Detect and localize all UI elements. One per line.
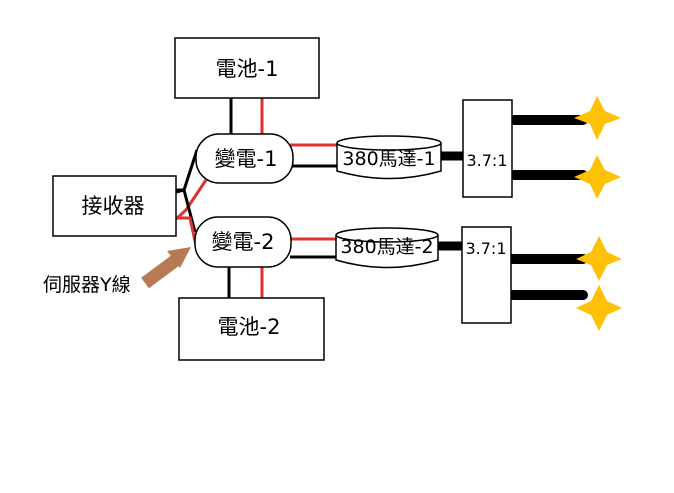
battery1-box: 電池-1 xyxy=(174,37,320,99)
motor1-node: 380馬達-1 xyxy=(336,135,442,180)
receiver-box: 接收器 xyxy=(52,175,177,237)
esc2-label: 變電-2 xyxy=(212,230,275,254)
receiver-to-esc1-red-wire xyxy=(174,179,208,221)
motor2-label: 380馬達-2 xyxy=(340,236,433,258)
wheel-star-icons xyxy=(574,96,622,331)
esc2-node: 變電-2 xyxy=(194,216,292,268)
gearbox1-label: 3.7:1 xyxy=(466,151,507,170)
receiver-to-esc1-black-wire xyxy=(175,149,199,194)
servo-y-cable-arrow xyxy=(141,247,191,289)
battery1-label: 電池-1 xyxy=(216,57,279,81)
star-icon xyxy=(576,236,622,281)
star-icon xyxy=(574,155,621,199)
gearbox2-label: 3.7:1 xyxy=(465,239,506,258)
battery2-box: 電池-2 xyxy=(178,297,325,361)
star-icon xyxy=(574,96,621,140)
esc1-node: 變電-1 xyxy=(195,133,294,184)
esc1-label: 變電-1 xyxy=(215,147,278,171)
motor2-node: 380馬達-2 xyxy=(335,227,439,269)
motor1-label: 380馬達-1 xyxy=(342,148,435,170)
receiver-label: 接收器 xyxy=(82,194,145,218)
servo-y-cable-label: 伺服器Y線 xyxy=(43,274,131,296)
star-icon xyxy=(576,285,622,331)
battery2-label: 電池-2 xyxy=(218,315,281,339)
gearbox1-box: 3.7:1 xyxy=(462,99,513,198)
gearbox2-box: 3.7:1 xyxy=(461,226,512,324)
